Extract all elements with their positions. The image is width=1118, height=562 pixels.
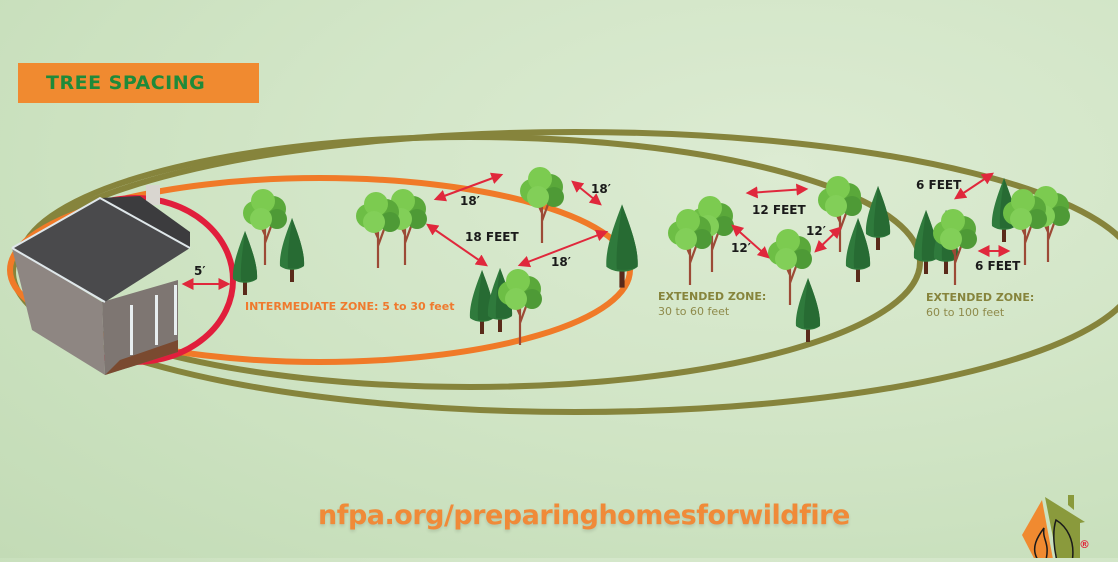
spacing-label-18-a: 18′	[460, 194, 480, 208]
spacing-label-12-feet: 12 FEET	[752, 203, 806, 217]
registered-mark: ®	[1079, 538, 1090, 551]
spacing-label-6-feet-b: 6 FEET	[975, 259, 1021, 273]
spacing-label-18-c: 18′	[551, 255, 571, 269]
spacing-label-6-feet-a: 6 FEET	[916, 178, 962, 192]
zone-label-title: EXTENDED ZONE:	[926, 291, 1035, 304]
spacing-label-12-a: 12′	[731, 241, 751, 255]
page-title: TREE SPACING	[46, 72, 206, 94]
zone-label-intermediate: INTERMEDIATE ZONE: 5 to 30 feet	[245, 300, 455, 313]
ring-extended-100	[10, 129, 1118, 415]
spacing-label-home: 5′	[194, 264, 206, 278]
house-illustration	[11, 185, 191, 375]
footer-url-link[interactable]: nfpa.org/preparinghomesforwildfire	[318, 500, 850, 531]
spacing-label-18-feet: 18 FEET	[465, 230, 519, 244]
nfpa-firewise-logo	[1022, 495, 1085, 562]
zone-label-extended-60-100: EXTENDED ZONE: 60 to 100 feet	[926, 290, 1034, 320]
spacing-label-18-b: 18′	[591, 182, 611, 196]
zone-label-range: 60 to 100 feet	[926, 306, 1005, 319]
zone-label-extended-30-60: EXTENDED ZONE: 30 to 60 feet	[658, 289, 766, 319]
zone-label-range: 30 to 60 feet	[658, 305, 730, 318]
spacing-arrows	[181, 172, 1011, 290]
zone-label-title: EXTENDED ZONE:	[658, 290, 767, 303]
title-banner: TREE SPACING	[18, 63, 259, 103]
spacing-label-12-b: 12′	[806, 224, 826, 238]
